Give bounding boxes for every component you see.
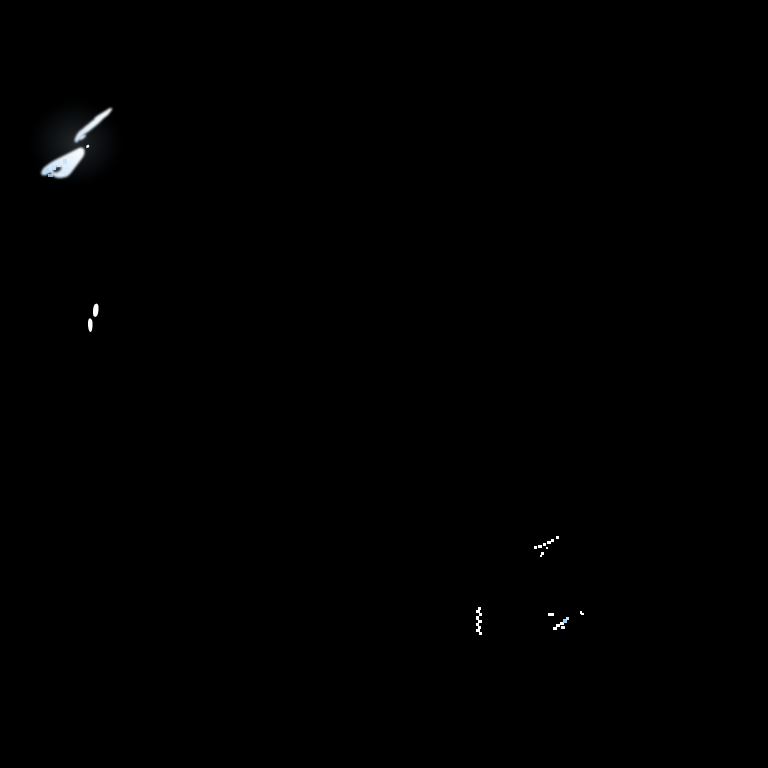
region-primary-upper-left	[24, 95, 128, 191]
arc-speck-8	[540, 555, 542, 557]
squiggle-speck-7	[476, 629, 480, 632]
primary-glow-halo	[24, 95, 128, 191]
squiggle-speck-6	[478, 626, 481, 629]
squiggle-speck-1	[476, 610, 480, 613]
arc-speck-0	[556, 536, 559, 539]
squiggle-speck-5	[476, 623, 479, 626]
shape-crescent	[41, 147, 85, 178]
squiggle-speck-8	[479, 632, 482, 635]
cluster-speck-5	[561, 626, 565, 629]
cluster-speck-2	[560, 622, 564, 625]
squiggle-speck-0	[478, 607, 481, 610]
shape-crescent-group	[41, 147, 85, 178]
cluster-speck-6	[553, 627, 557, 630]
arc-speck-6	[546, 547, 548, 549]
shape-crescent-notch	[53, 166, 62, 173]
shape-upper-streak	[74, 108, 113, 143]
cluster-speck-4	[566, 617, 569, 620]
arc-speck-5	[534, 546, 537, 549]
shape-sliver-lower	[88, 318, 93, 332]
region-lower-cluster	[548, 611, 584, 630]
cluster-speck-1	[556, 624, 560, 627]
cluster-speck-0	[548, 613, 554, 616]
squiggle-speck-4	[478, 620, 482, 623]
arc-speck-7	[541, 552, 544, 555]
shape-streak-dot-upper	[86, 144, 90, 148]
arc-speck-4	[538, 545, 542, 548]
arc-speck-1	[551, 539, 554, 542]
cluster-speck-3	[563, 619, 567, 623]
cluster-speck-8	[581, 613, 584, 615]
shape-sliver-upper	[93, 303, 99, 317]
crescent-texture-flecks	[45, 156, 73, 177]
region-mid-left-slivers	[88, 303, 99, 332]
region-dotted-arc	[534, 536, 559, 557]
squiggle-speck-3	[476, 616, 479, 620]
region-vertical-squiggle	[476, 607, 482, 635]
squiggle-speck-2	[479, 613, 482, 616]
arc-speck-2	[547, 541, 551, 544]
arc-speck-3	[543, 543, 546, 546]
shape-streak-tail	[79, 134, 86, 140]
cluster-speck-7	[580, 611, 582, 614]
